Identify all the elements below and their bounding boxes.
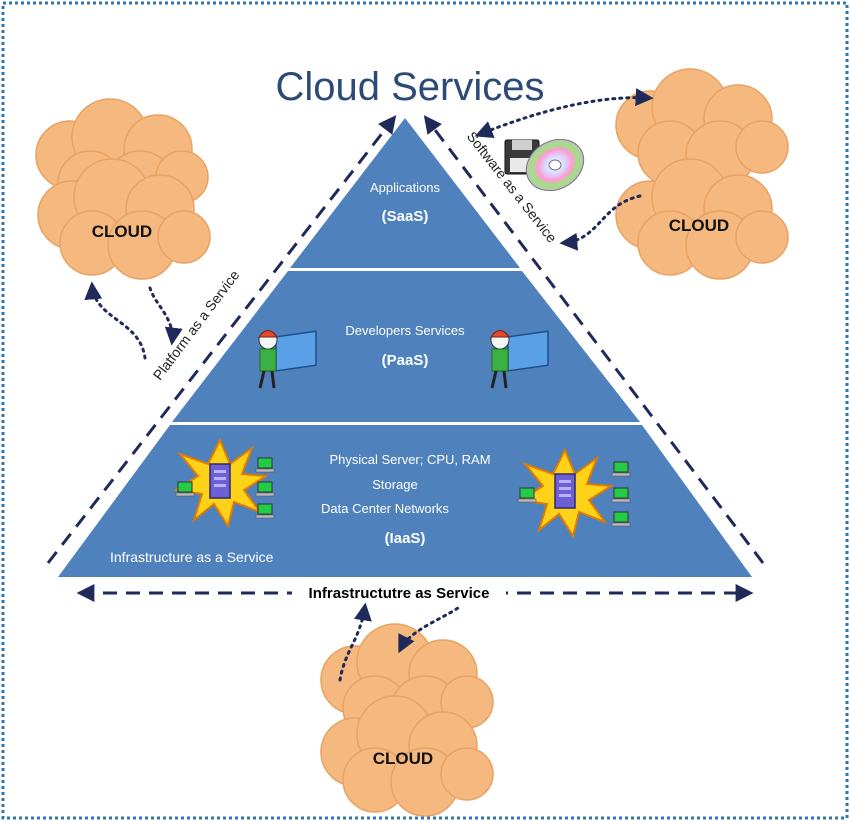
cloud-left — [35, 98, 211, 280]
bottom-label-bg — [292, 581, 506, 605]
iaas-line1: Physical Server; CPU, RAM — [329, 452, 490, 467]
saas-layer — [290, 118, 520, 268]
iaas-line3: Data Center Networks — [321, 501, 449, 516]
cloud-right-label: CLOUD — [669, 216, 729, 235]
paas-line1: Developers Services — [345, 323, 465, 338]
saas-acronym: (SaaS) — [382, 208, 429, 225]
cloud-bottom — [320, 623, 494, 817]
cd-disk-icon — [525, 138, 585, 192]
software-arrow — [423, 115, 765, 564]
cloud-bottom-label: CLOUD — [373, 749, 433, 768]
platform-arrow — [46, 115, 397, 564]
bottom-side-label: Infrastructutre as Service — [309, 585, 490, 602]
paas-acronym: (PaaS) — [382, 352, 429, 369]
paas-layer — [172, 271, 640, 422]
cloud-right — [615, 68, 789, 280]
saas-line1: Applications — [370, 180, 441, 195]
cloud-connectors — [84, 88, 654, 682]
cloud-left-label: CLOUD — [92, 222, 152, 241]
diagram-title: Cloud Services — [275, 65, 544, 109]
iaas-acronym: (IaaS) — [385, 530, 426, 547]
iaas-corner-label: Infrastructure as a Service — [110, 549, 274, 565]
iaas-line2: Storage — [372, 477, 418, 492]
